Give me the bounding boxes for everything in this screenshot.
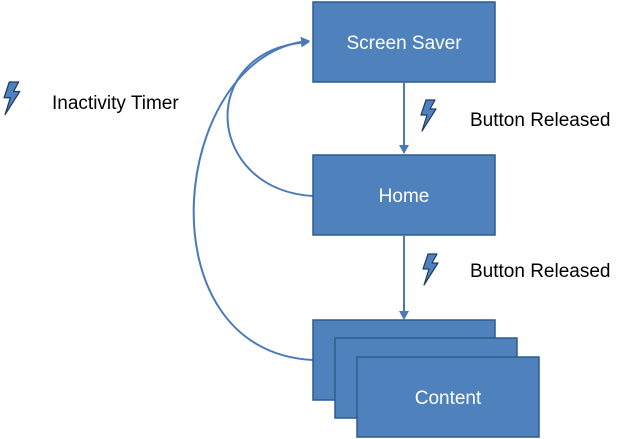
event-button-released-2-label: Button Released — [470, 261, 611, 282]
state-screen-saver-label: Screen Saver — [346, 33, 462, 54]
state-home-label: Home — [379, 186, 430, 207]
event-inactivity-timer: Inactivity Timer — [3, 81, 179, 116]
arrow-content-to-screensaver — [192, 36, 314, 361]
event-button-released-1: Button Released — [420, 99, 611, 132]
lightning-bolt-icon — [3, 81, 21, 116]
lightning-bolt-icon — [420, 99, 437, 132]
event-button-released-2: Button Released — [422, 253, 611, 286]
state-home: Home — [312, 154, 496, 236]
event-button-released-1-label: Button Released — [470, 110, 611, 131]
state-screen-saver: Screen Saver — [312, 1, 496, 83]
content-card-front — [356, 356, 540, 438]
event-inactivity-timer-label: Inactivity Timer — [52, 93, 179, 114]
state-content-label: Content — [415, 388, 482, 409]
lightning-bolt-icon — [422, 253, 439, 286]
state-content-stack: Content — [312, 319, 540, 438]
arrow-home-to-screensaver — [226, 37, 314, 197]
